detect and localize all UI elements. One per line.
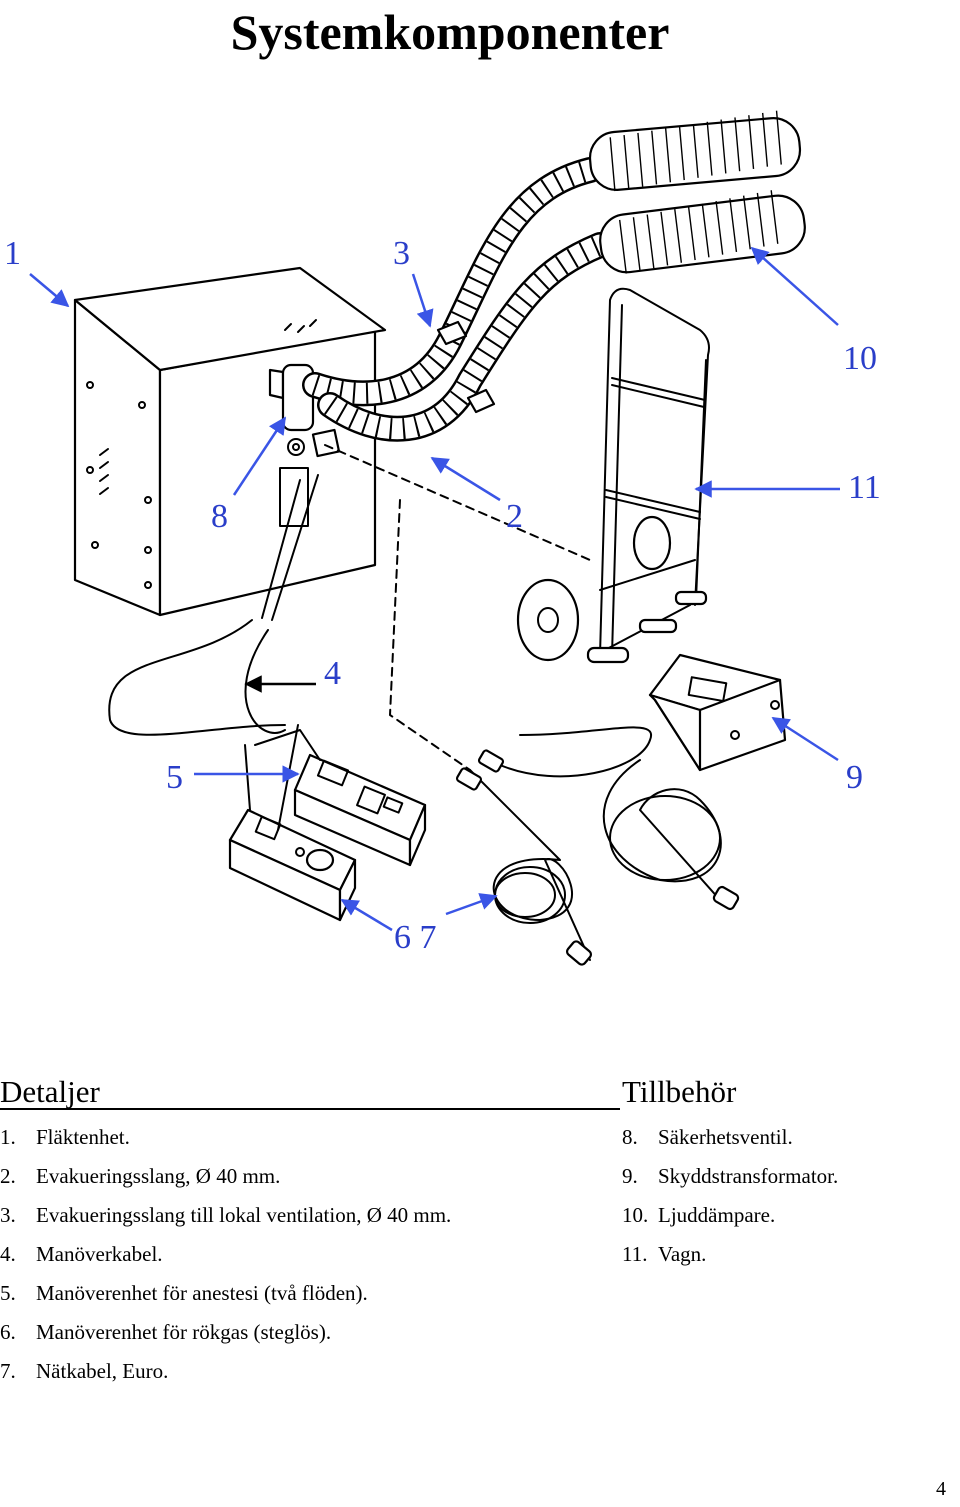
- evacuation-hoses-illustration: [302, 157, 613, 442]
- silencer-illustration: [588, 110, 806, 274]
- heading-rule: [0, 1108, 620, 1110]
- callout-2: 2: [506, 498, 523, 535]
- list-item: 4.Manöverkabel.: [0, 1242, 163, 1266]
- list-item: 5.Manöverenhet för anestesi (två flöden)…: [0, 1281, 368, 1305]
- callout-4: 4: [324, 655, 341, 692]
- list-item: 9.Skyddstransformator.: [622, 1164, 839, 1188]
- page-number: 4: [936, 1478, 946, 1500]
- list-item: 11.Vagn.: [622, 1242, 707, 1266]
- callout-10: 10: [843, 340, 877, 377]
- callout-11: 11: [848, 469, 881, 506]
- list-item: 8.Säkerhetsventil.: [622, 1125, 793, 1149]
- page-title: Systemkomponenter: [230, 4, 670, 60]
- list-item: 1.Fläktenhet.: [0, 1125, 130, 1149]
- callout-5: 5: [166, 759, 183, 796]
- callout-3: 3: [393, 235, 410, 272]
- arrow-2: [430, 456, 501, 502]
- arrow-9: [771, 716, 839, 762]
- accessories-heading: Tillbehör: [622, 1074, 737, 1109]
- list-item: 6.Manöverenhet för rökgas (steglös).: [0, 1320, 332, 1344]
- fan-unit-illustration: [73, 266, 387, 617]
- arrow-8: [232, 416, 287, 496]
- callout-9: 9: [846, 759, 863, 796]
- list-item: 2.Evakueringsslang, Ø 40 mm.: [0, 1164, 281, 1188]
- callout-6-7: 6 7: [394, 919, 437, 956]
- callout-8: 8: [211, 498, 228, 535]
- list-item: 3.Evakueringsslang till lokal ventilatio…: [0, 1203, 452, 1227]
- arrow-6: [340, 898, 393, 932]
- control-units-illustration: [228, 753, 427, 922]
- list-item: 10.Ljuddämpare.: [622, 1203, 776, 1227]
- arrow-7: [445, 893, 498, 916]
- list-item: 7.Nätkabel, Euro.: [0, 1359, 169, 1383]
- callout-1: 1: [4, 235, 21, 272]
- arrow-1: [29, 273, 70, 308]
- accessories-list: 8.Säkerhetsventil. 9.Skyddstransformator…: [622, 1124, 838, 1280]
- trolley-illustration: [516, 287, 710, 664]
- arrow-3: [411, 273, 434, 328]
- system-diagram: 1 3 10 8 2 11 4 5 9 6 7: [4, 110, 881, 966]
- details-list: 1.Fläktenhet. 2.Evakueringsslang, Ø 40 m…: [0, 1124, 451, 1397]
- details-heading: Detaljer: [0, 1074, 100, 1109]
- transformer-illustration: [648, 653, 787, 772]
- arrow-10: [750, 246, 839, 326]
